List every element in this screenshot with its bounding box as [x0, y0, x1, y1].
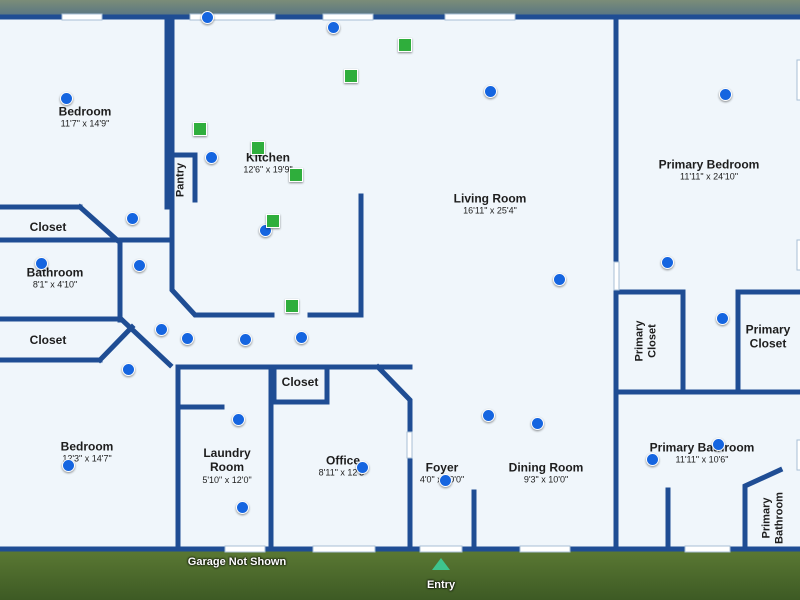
camera-marker[interactable]	[59, 91, 73, 105]
camera-marker[interactable]	[355, 460, 369, 474]
camera-marker[interactable]	[132, 258, 146, 272]
photo-marker[interactable]	[251, 141, 265, 155]
camera-marker[interactable]	[715, 311, 729, 325]
camera-marker[interactable]	[200, 10, 214, 24]
room-pantry: Pantry	[174, 162, 187, 198]
walls	[0, 14, 800, 552]
room-primary-closet-1: Primary Closet	[633, 320, 658, 362]
photo-marker[interactable]	[285, 299, 299, 313]
camera-marker[interactable]	[204, 150, 218, 164]
camera-marker[interactable]	[235, 500, 249, 514]
camera-marker[interactable]	[154, 322, 168, 336]
camera-marker[interactable]	[711, 437, 725, 451]
room-closet-3: Closet	[281, 374, 319, 389]
camera-marker[interactable]	[552, 272, 566, 286]
camera-marker[interactable]	[660, 255, 674, 269]
camera-marker[interactable]	[718, 87, 732, 101]
camera-marker[interactable]	[645, 452, 659, 466]
room-primary-closet-2: Primary Closet	[745, 322, 791, 351]
photo-marker[interactable]	[398, 38, 412, 52]
room-closet-1: Closet	[29, 219, 67, 234]
room-primary-bathroom-2: Primary Bathroom	[760, 492, 785, 544]
camera-marker[interactable]	[180, 331, 194, 345]
background-grass	[0, 548, 800, 600]
house-floor	[0, 17, 800, 551]
camera-marker[interactable]	[231, 412, 245, 426]
camera-marker[interactable]	[530, 416, 544, 430]
camera-marker[interactable]	[238, 332, 252, 346]
camera-marker[interactable]	[61, 458, 75, 472]
entry-arrow-icon	[432, 558, 450, 570]
room-closet-2: Closet	[29, 332, 67, 347]
entry-label: Entry	[426, 579, 456, 591]
camera-marker[interactable]	[294, 330, 308, 344]
photo-marker[interactable]	[344, 69, 358, 83]
photo-marker[interactable]	[266, 214, 280, 228]
windows	[61, 13, 800, 553]
photo-marker[interactable]	[289, 168, 303, 182]
garage-note: Garage Not Shown	[187, 556, 287, 568]
camera-marker[interactable]	[481, 408, 495, 422]
camera-marker[interactable]	[34, 256, 48, 270]
camera-marker[interactable]	[125, 211, 139, 225]
camera-marker[interactable]	[121, 362, 135, 376]
photo-marker[interactable]	[193, 122, 207, 136]
camera-marker[interactable]	[326, 20, 340, 34]
camera-marker[interactable]	[438, 473, 452, 487]
camera-marker[interactable]	[483, 84, 497, 98]
